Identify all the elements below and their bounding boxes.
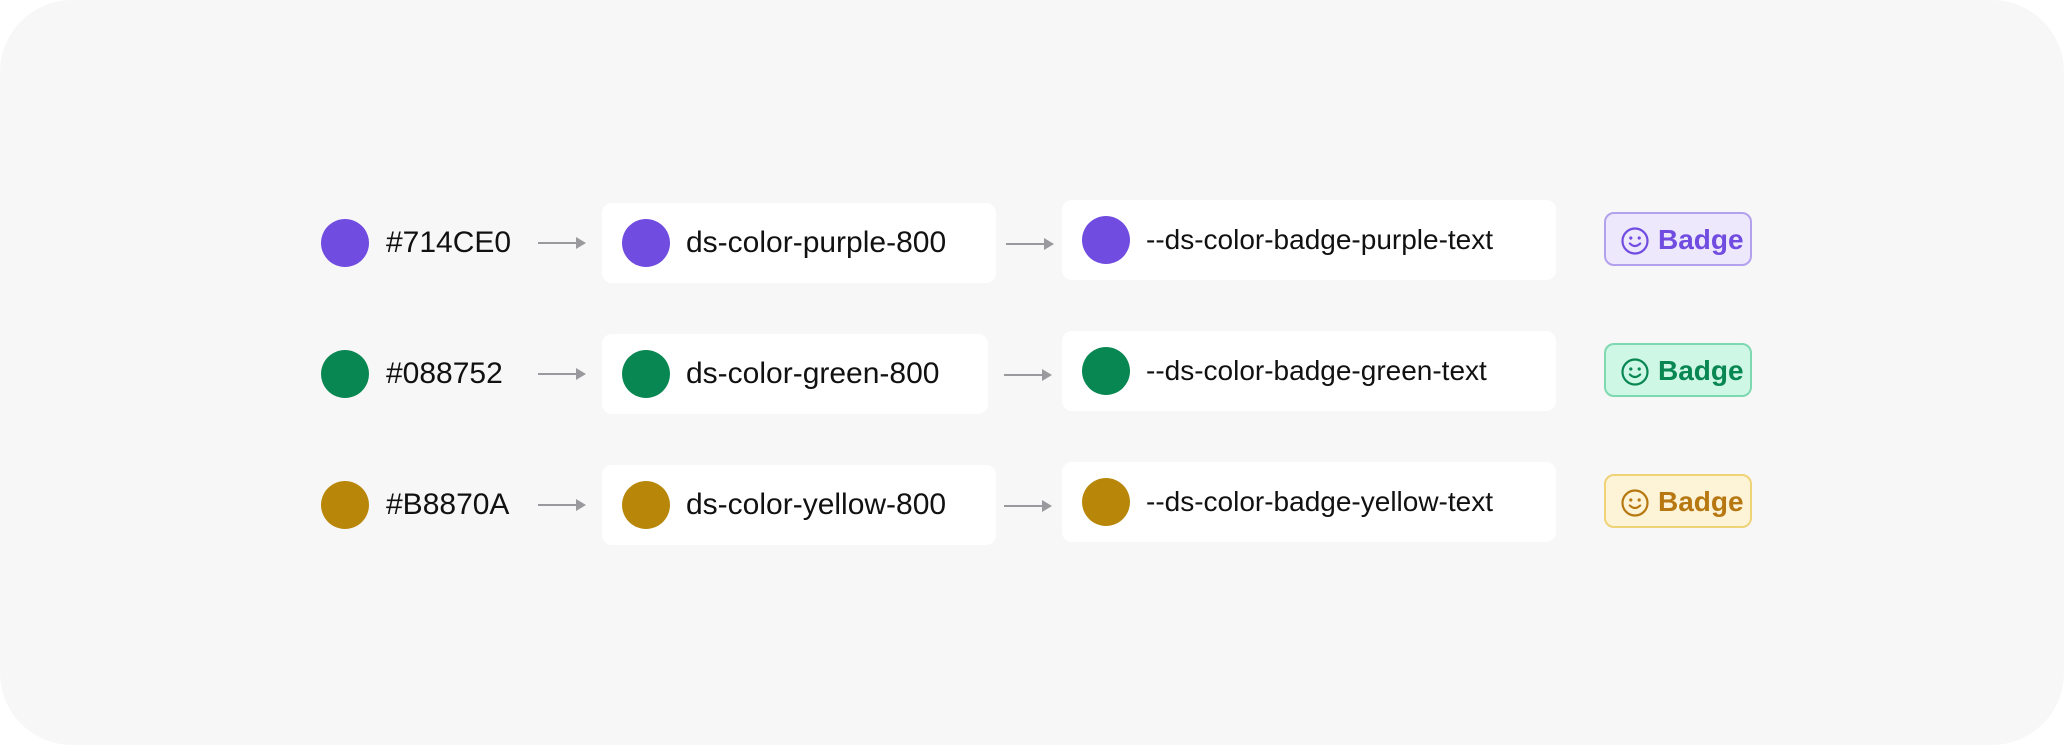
- smile-icon: [1621, 227, 1649, 255]
- color-mapping-row-purple: #714CE0 ds-color-purple-800 --ds-color-b…: [0, 200, 2064, 283]
- hex-value: #B8870A: [386, 488, 510, 521]
- semantic-swatch: [1082, 478, 1130, 526]
- primitive-token-card: ds-color-green-800: [602, 334, 988, 414]
- hex-swatch: [321, 481, 369, 529]
- smile-icon: [1621, 358, 1649, 386]
- semantic-token-card: --ds-color-badge-purple-text: [1062, 200, 1556, 280]
- semantic-token-card: --ds-color-badge-yellow-text: [1062, 462, 1556, 542]
- primitive-swatch: [622, 350, 670, 398]
- primitive-token-name: ds-color-yellow-800: [686, 488, 947, 521]
- hex-value: #088752: [386, 357, 503, 390]
- badge-preview: Badge: [1604, 343, 1752, 397]
- semantic-token-name: --ds-color-badge-yellow-text: [1146, 486, 1494, 517]
- hex-swatch: [321, 219, 369, 267]
- arrow-right-icon: [1004, 499, 1052, 513]
- semantic-token-name: --ds-color-badge-green-text: [1146, 355, 1487, 386]
- hex-swatch: [321, 350, 369, 398]
- color-mapping-row-yellow: #B8870A ds-color-yellow-800 --ds-color-b…: [0, 462, 2064, 545]
- badge-preview: Badge: [1604, 474, 1752, 528]
- primitive-token-card: ds-color-yellow-800: [602, 465, 996, 545]
- semantic-token-name: --ds-color-badge-purple-text: [1146, 224, 1494, 255]
- primitive-token-card: ds-color-purple-800: [602, 203, 996, 283]
- arrow-right-icon: [538, 498, 586, 512]
- badge-preview: Badge: [1604, 212, 1752, 266]
- badge-label: Badge: [1658, 486, 1744, 517]
- hex-value: #714CE0: [386, 226, 512, 259]
- badge-label: Badge: [1658, 224, 1744, 255]
- semantic-token-card: --ds-color-badge-green-text: [1062, 331, 1556, 411]
- arrow-right-icon: [538, 236, 586, 250]
- semantic-swatch: [1082, 216, 1130, 264]
- badge-label: Badge: [1658, 355, 1744, 386]
- primitive-token-name: ds-color-green-800: [686, 357, 940, 390]
- color-mapping-row-green: #088752 ds-color-green-800 --ds-color-ba…: [0, 331, 2064, 414]
- primitive-token-name: ds-color-purple-800: [686, 226, 947, 259]
- smile-icon: [1621, 489, 1649, 517]
- arrow-right-icon: [538, 367, 586, 381]
- primitive-swatch: [622, 481, 670, 529]
- semantic-swatch: [1082, 347, 1130, 395]
- arrow-right-icon: [1006, 237, 1054, 251]
- primitive-swatch: [622, 219, 670, 267]
- arrow-right-icon: [1004, 368, 1052, 382]
